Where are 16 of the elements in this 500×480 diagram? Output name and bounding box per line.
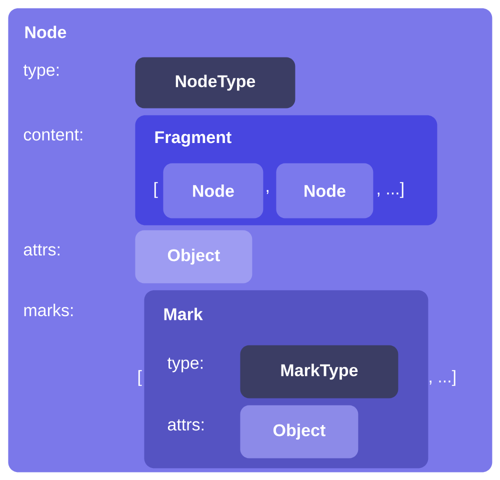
type-box: MarkType bbox=[240, 345, 398, 398]
type-box: Node bbox=[276, 163, 374, 218]
field-label: [ bbox=[154, 182, 158, 198]
type-box: NodeType bbox=[135, 57, 296, 108]
type-box: Object bbox=[240, 405, 358, 458]
field-label: type: bbox=[167, 358, 202, 372]
field-label: attrs: bbox=[24, 244, 60, 256]
field-label: marks: bbox=[24, 304, 73, 316]
field-label: type: bbox=[23, 64, 58, 80]
type-box: Node bbox=[163, 163, 264, 218]
field-label: , ...] bbox=[430, 370, 456, 386]
field-label: , bbox=[266, 190, 268, 194]
field-label: content: bbox=[24, 129, 82, 141]
field-label: [ bbox=[138, 370, 142, 386]
field-label: attrs: bbox=[168, 419, 204, 431]
type-box: Object bbox=[135, 230, 252, 284]
